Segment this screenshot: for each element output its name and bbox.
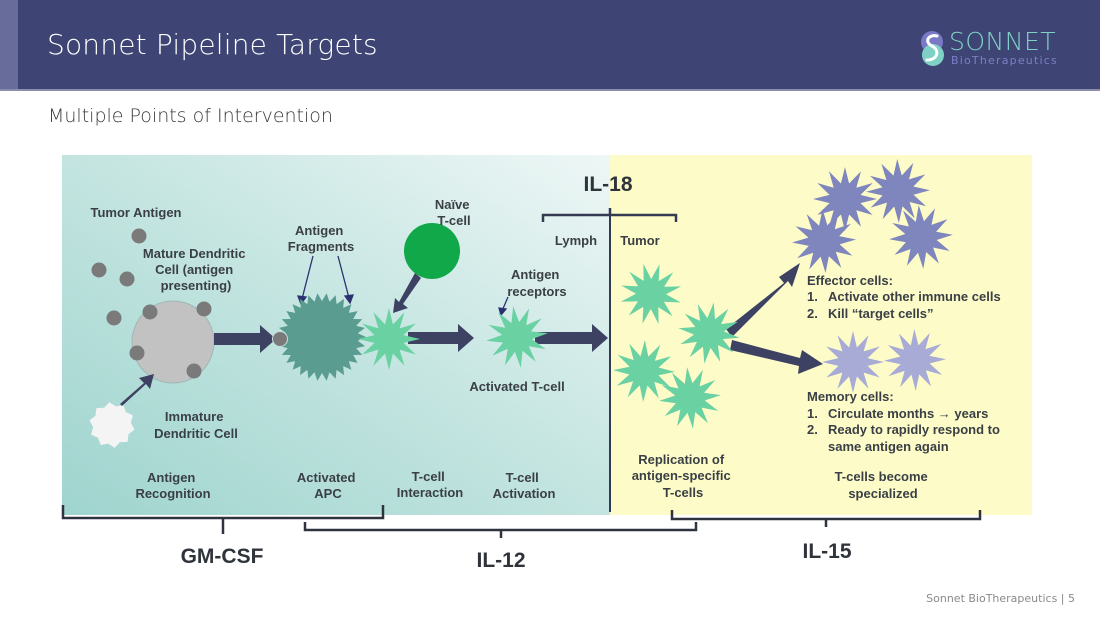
mature-dc-label: Mature Dendritic Cell (antigen presentin… xyxy=(143,246,249,293)
stage-antigen-recognition: Antigen Recognition xyxy=(135,470,210,501)
stage-replication: Replication of antigen-specific T-cells xyxy=(632,452,735,500)
memory-cells xyxy=(822,329,946,393)
logo-subtitle: BioTherapeutics xyxy=(951,54,1058,67)
effector-cell xyxy=(792,209,856,273)
gmcsf-bracket xyxy=(61,505,385,534)
antigen-dot xyxy=(91,262,107,278)
presented-antigen-dots xyxy=(129,301,212,379)
il15-bracket xyxy=(670,510,982,527)
logo-wordmark: SONNET xyxy=(949,27,1057,56)
cytokine-brackets xyxy=(61,505,982,538)
arrow-apc-to-tcell xyxy=(408,324,474,352)
apc-antigen-dot xyxy=(272,331,288,347)
il15-label: IL-15 xyxy=(802,540,851,563)
effector-cells-text: Effector cells: 1.Activate other immune … xyxy=(807,273,1004,321)
activated-tcell-label: Activated T-cell xyxy=(469,379,564,394)
stage-tcell-activation: T-cell Activation xyxy=(493,470,556,501)
header-accent-strip xyxy=(0,0,18,89)
t-cell xyxy=(358,308,420,370)
naive-tcell-label: Naïve T-cell xyxy=(435,197,473,228)
t-cell xyxy=(659,367,721,429)
il12-label: IL-12 xyxy=(476,549,525,572)
tumor-antigen-label: Tumor Antigen xyxy=(91,205,182,220)
antigen-dot xyxy=(106,310,122,326)
memory-cell xyxy=(822,331,884,393)
arrow-activated-to-tumor xyxy=(535,324,608,352)
tumor-region xyxy=(610,155,1032,515)
gmcsf-label: GM-CSF xyxy=(181,545,264,568)
activated-apc-cell xyxy=(278,293,366,381)
antigen-fragment-pointers xyxy=(297,255,509,317)
stage-specialized: T-cells become specialized xyxy=(835,469,932,501)
arrow-to-effector xyxy=(726,263,800,337)
t-cell xyxy=(678,302,740,364)
arrow-dc-to-apc xyxy=(214,325,276,353)
arrow-naive-to-tcell xyxy=(393,273,421,313)
memory-cell xyxy=(884,329,946,391)
footer-page-label: Sonnet BioTherapeutics | 5 xyxy=(926,592,1075,605)
header-divider xyxy=(0,89,1100,91)
page-title: Sonnet Pipeline Targets xyxy=(47,28,378,61)
naive-t-cell xyxy=(404,223,460,279)
arrow-immature-to-mature xyxy=(120,374,154,406)
t-cell xyxy=(613,340,675,402)
t-cell xyxy=(620,263,682,325)
effector-cells xyxy=(792,159,953,273)
antigen-dot xyxy=(119,271,135,287)
stage-tcell-interaction: T-cell Interaction xyxy=(397,469,464,500)
effector-cell xyxy=(866,159,930,223)
effector-cell xyxy=(813,167,877,231)
memory-cells-text: Memory cells: 1.Circulate months → years… xyxy=(807,389,1004,454)
t-cells xyxy=(358,263,740,429)
sonnet-logo-icon xyxy=(921,31,944,66)
sonnet-logo: SONNET BioTherapeutics xyxy=(918,28,1078,70)
il12-bracket xyxy=(303,522,698,538)
immature-dendritic-cell xyxy=(89,402,135,448)
effector-cell xyxy=(889,205,953,269)
antigen-dot xyxy=(131,228,147,244)
immature-dc-label: Immature Dendritic Cell xyxy=(154,409,238,441)
pathway-arrows xyxy=(120,263,823,406)
stage-activated-apc: Activated APC xyxy=(297,470,359,501)
antigen-receptors-label: Antigen receptors xyxy=(507,267,566,299)
antigen-fragments-label: Antigen Fragments xyxy=(288,223,354,254)
arrow-to-memory xyxy=(730,340,823,374)
page-subtitle: Multiple Points of Intervention xyxy=(48,105,333,127)
t-cell xyxy=(486,306,548,368)
tumor-antigen-dots xyxy=(91,228,147,326)
lymph-label: Lymph xyxy=(555,233,597,248)
il18-label: IL-18 xyxy=(583,173,632,196)
tumor-label: Tumor xyxy=(620,233,659,248)
header-bar xyxy=(0,0,1100,89)
il18-bracket xyxy=(541,208,678,222)
